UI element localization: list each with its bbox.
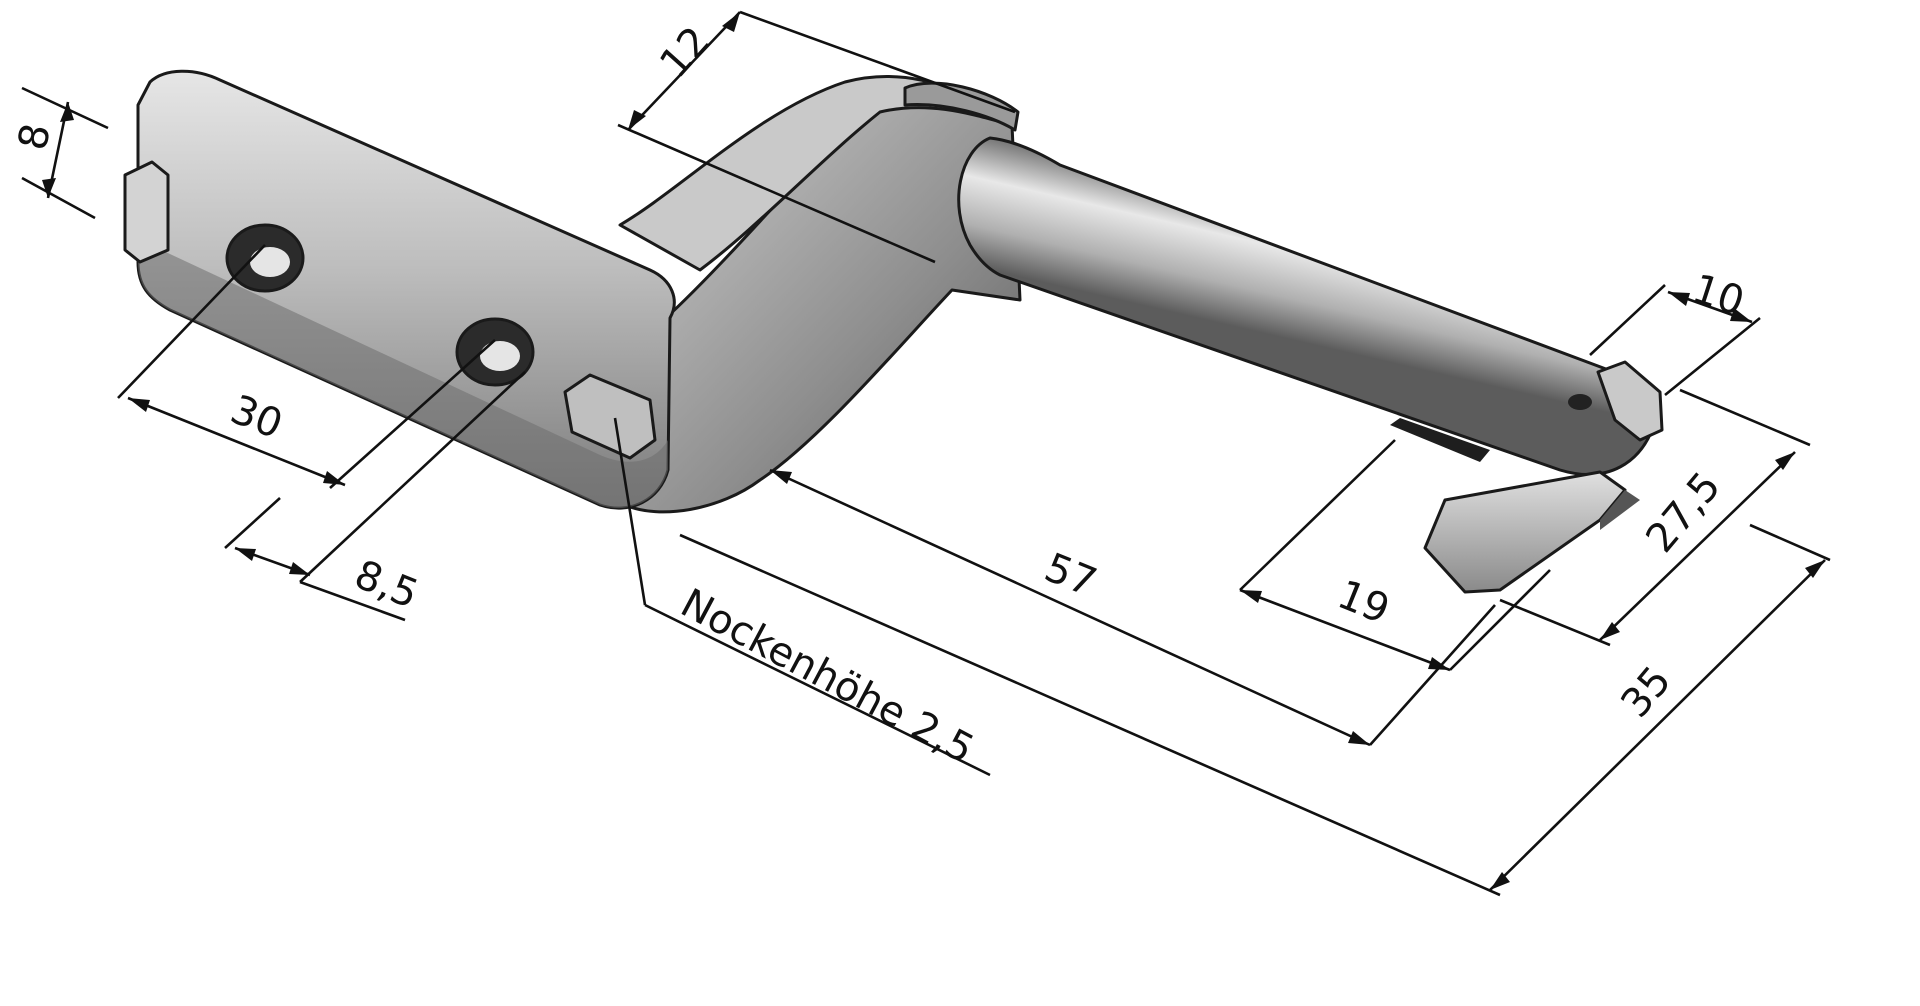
pin-slot (1390, 418, 1490, 462)
cam-height-annotation: Nockenhöhe 2,5 (673, 580, 981, 773)
pin (957, 136, 1657, 476)
cam-nub (563, 373, 657, 460)
hole-2-inner (480, 341, 520, 371)
label-19: 19 (1331, 572, 1395, 634)
label-12: 12 (651, 18, 719, 87)
label-8: 8 (10, 120, 60, 154)
pin-hole (1568, 394, 1592, 410)
left-nub (123, 160, 170, 264)
hinge-part (123, 69, 1664, 594)
label-35: 35 (1612, 658, 1680, 727)
hole-1-inner (250, 247, 290, 277)
label-27-5: 27,5 (1637, 464, 1729, 562)
plate-front-edge (138, 240, 668, 509)
arrowheads (42, 12, 1825, 890)
pin-tab (1423, 470, 1627, 594)
dimension-lines (21, 10, 1831, 897)
label-8-5: 8,5 (348, 552, 424, 618)
pin-end-cap (1596, 360, 1664, 442)
pin-tab-shadow (1600, 490, 1640, 530)
